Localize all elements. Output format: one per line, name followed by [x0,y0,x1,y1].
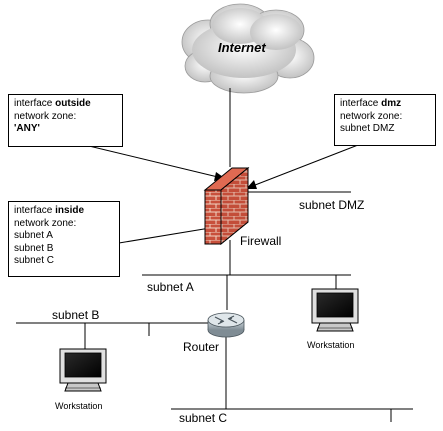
interface-dmz-title: interface dmz [340,98,402,109]
interface-outside-title: interface outside [14,98,91,109]
interface-dmz-zone: subnet DMZ [340,123,395,134]
subnet-dmz-label: subnet DMZ [299,198,365,212]
workstation-icon-right [311,288,359,332]
firewall-label: Firewall [240,234,282,248]
workstation-icon-left [59,348,107,392]
subnet-c-label: subnet C [179,411,228,425]
interface-dmz-box: interface dmz network zone: subnet DMZ [334,94,436,146]
interface-outside-zone-label: network zone: [14,110,77,122]
interface-outside-box: interface outside network zone: 'ANY' [8,94,123,147]
interface-inside-zone: subnet B [14,242,54,254]
internet-label: Internet [218,40,266,55]
interface-dmz-name: dmz [381,98,402,109]
interface-inside-name: inside [55,205,85,216]
connection-lines [16,88,413,422]
subnet-b-label: subnet B [52,308,100,322]
firewall-icon [203,166,250,246]
workstation-right-label: Workstation [307,340,355,350]
interface-outside-name: outside [55,98,91,109]
interface-outside-zone: 'ANY' [14,123,40,134]
interface-inside-title: interface inside [14,205,85,216]
workstation-left-label: Workstation [55,401,103,411]
interface-inside-zone: subnet C [14,255,55,266]
interface-dmz-zone-label: network zone: [340,110,403,122]
interface-inside-zone: subnet A [14,230,53,241]
subnet-a-label: subnet A [147,280,194,294]
router-icon [207,312,245,338]
internet-cloud [181,3,315,94]
interface-inside-box: interface inside network zone: subnet A … [8,201,120,277]
router-label: Router [183,340,220,354]
interface-inside-zone-label: network zone: [14,217,77,229]
